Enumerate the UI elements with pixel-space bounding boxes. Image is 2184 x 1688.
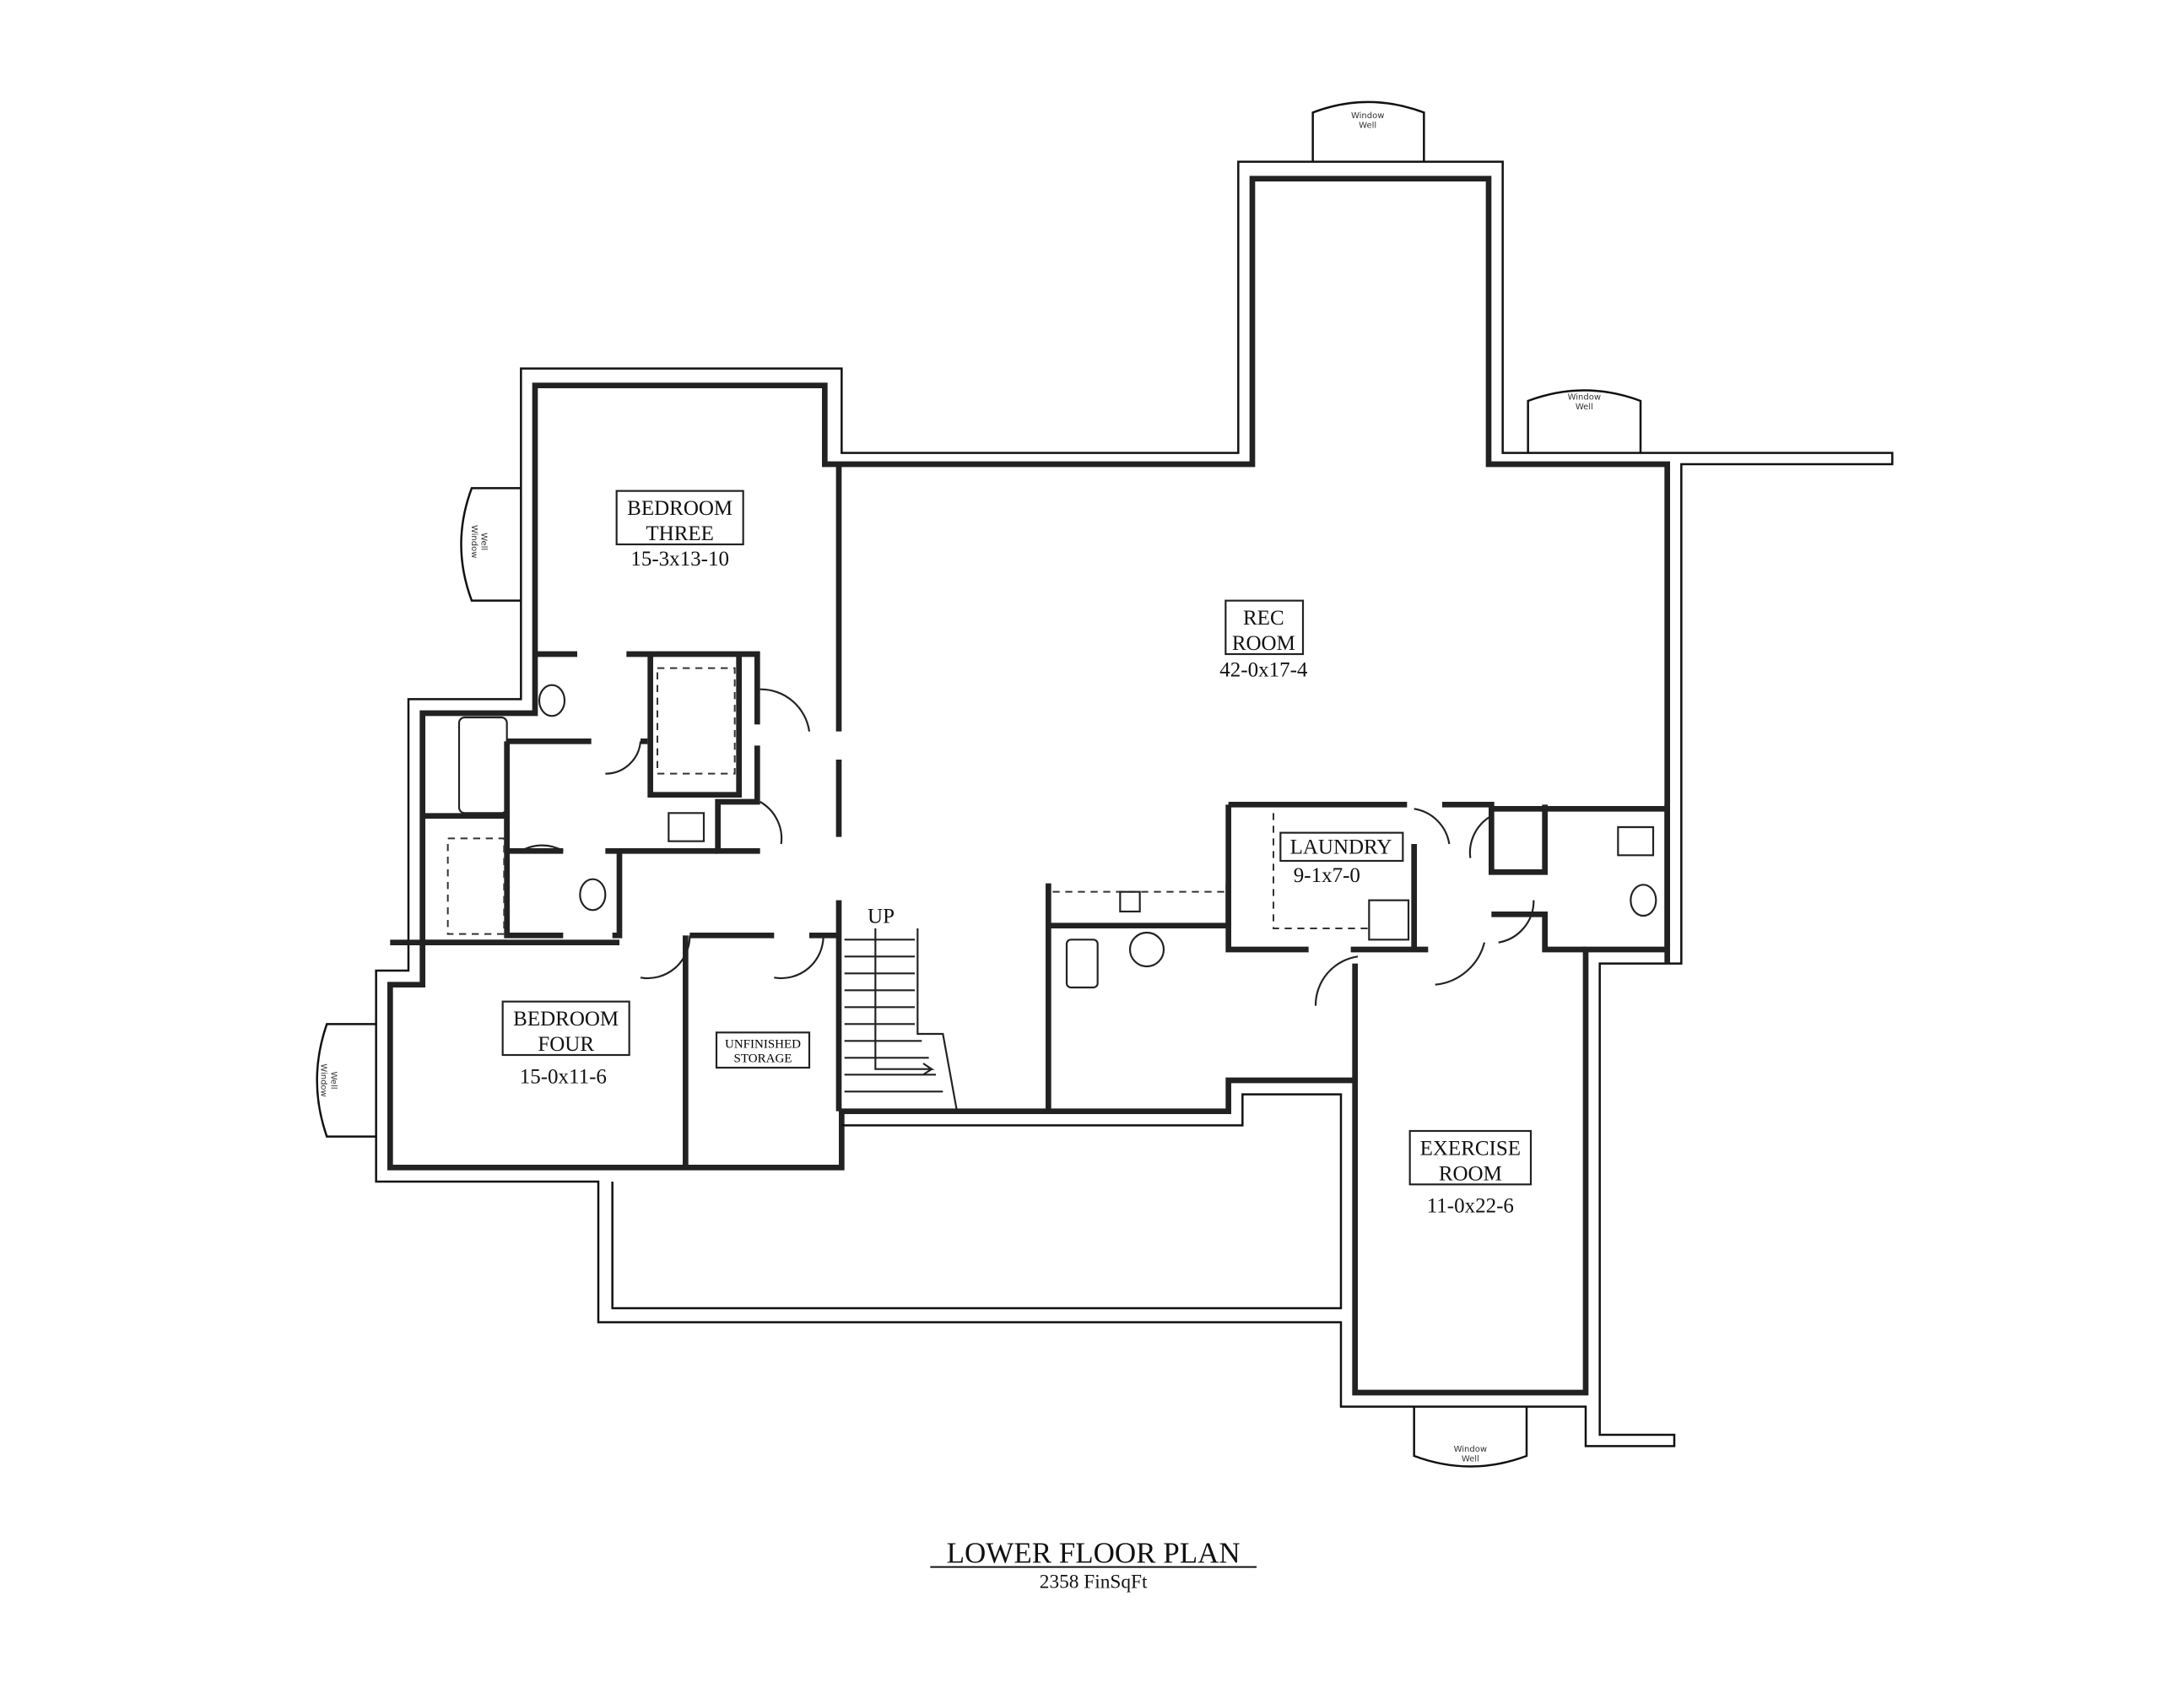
- window-well-right: Window Well: [1527, 389, 1642, 453]
- room-bedroom-four: BEDROOM FOUR 15-0x11-6: [501, 1000, 630, 1088]
- svg-text:Well: Well: [1462, 1455, 1479, 1464]
- room-bedroom-three: BEDROOM THREE 15-3x13-10: [615, 490, 744, 571]
- svg-text:FOUR: FOUR: [538, 1033, 594, 1056]
- svg-text:LAUNDRY: LAUNDRY: [1290, 836, 1392, 859]
- window-well-left-lower: Window Well: [316, 1023, 376, 1138]
- toilet-icon: [1617, 825, 1655, 857]
- stairs-up-label: UP: [868, 905, 895, 928]
- svg-text:15-3x13-10: 15-3x13-10: [630, 548, 729, 571]
- svg-text:BEDROOM: BEDROOM: [627, 497, 733, 520]
- bathtub-icon: [457, 716, 508, 814]
- room-rec-room: REC ROOM 42-0x17-4: [1219, 599, 1308, 682]
- svg-text:REC: REC: [1243, 607, 1284, 630]
- water-heater-icon: [1128, 931, 1165, 968]
- sink-icon: [1630, 884, 1657, 917]
- appliance-icon: [1065, 939, 1099, 989]
- svg-text:Window: Window: [1454, 1445, 1487, 1454]
- washer-icon: [1368, 899, 1410, 941]
- exterior-walls: [375, 160, 1894, 1447]
- svg-text:ROOM: ROOM: [1439, 1162, 1502, 1185]
- plan-subtitle: 2358 FinSqFt: [1040, 1572, 1148, 1593]
- svg-text:Well: Well: [479, 533, 489, 550]
- sink-icon: [538, 684, 566, 717]
- svg-text:BEDROOM: BEDROOM: [513, 1008, 619, 1031]
- window-well-top: Window Well: [1311, 100, 1425, 162]
- room-unfinished-storage: UNFINISHED STORAGE: [715, 1031, 811, 1069]
- svg-text:15-0x11-6: 15-0x11-6: [520, 1065, 607, 1088]
- svg-text:42-0x17-4: 42-0x17-4: [1219, 659, 1308, 682]
- svg-text:ROOM: ROOM: [1232, 632, 1295, 655]
- svg-text:Well: Well: [1359, 122, 1376, 131]
- svg-text:11-0x22-6: 11-0x22-6: [1427, 1195, 1514, 1218]
- svg-text:Window: Window: [1351, 111, 1384, 121]
- window-wells: Window Well Window Well Window Well Wind…: [316, 100, 1642, 1468]
- window-well-bottom: Window Well: [1413, 1406, 1528, 1468]
- svg-text:Window: Window: [469, 525, 478, 558]
- svg-text:9-1x7-0: 9-1x7-0: [1294, 864, 1360, 887]
- plan-title: LOWER FLOOR PLAN: [947, 1537, 1241, 1570]
- doors: [520, 688, 1535, 1006]
- stairs: UP: [844, 905, 959, 1112]
- room-laundry: LAUNDRY 9-1x7-0: [1279, 831, 1404, 887]
- svg-text:Window: Window: [1568, 392, 1601, 402]
- svg-text:Well: Well: [328, 1071, 338, 1089]
- svg-text:Well: Well: [1576, 403, 1593, 412]
- svg-text:THREE: THREE: [646, 522, 714, 545]
- svg-text:Window: Window: [319, 1063, 328, 1096]
- sink-icon: [579, 878, 607, 912]
- svg-text:EXERCISE: EXERCISE: [1420, 1137, 1521, 1160]
- room-exercise-room: EXERCISE ROOM 11-0x22-6: [1408, 1129, 1533, 1218]
- window-well-left-upper: Window Well: [460, 487, 522, 602]
- plan-title-block: LOWER FLOOR PLAN 2358 FinSqFt: [930, 1537, 1257, 1593]
- toilet-icon: [668, 812, 705, 842]
- fixtures: [446, 667, 1657, 989]
- svg-text:UNFINISHED: UNFINISHED: [725, 1038, 801, 1052]
- interior-walls: [390, 464, 1670, 1168]
- svg-text:STORAGE: STORAGE: [734, 1052, 792, 1065]
